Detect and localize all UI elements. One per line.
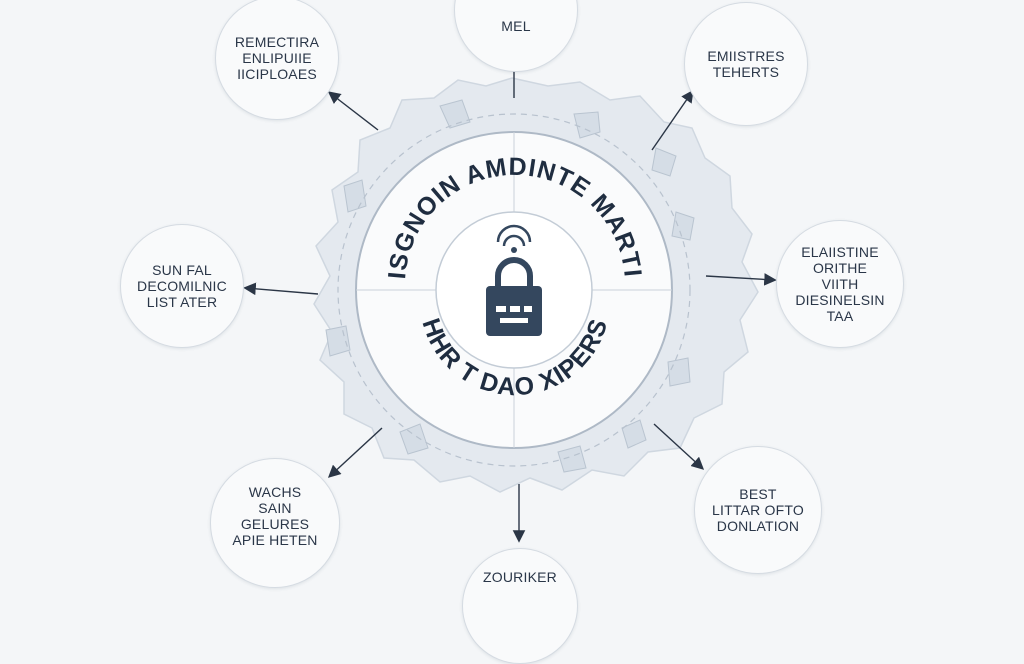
- node-left: SUN FAL DECOMILNIC LIST ATER: [120, 224, 244, 348]
- node-bottom-right-label: BEST LITTAR OFTO DONLATION: [712, 486, 804, 534]
- node-bottom-right: BEST LITTAR OFTO DONLATION: [694, 446, 822, 574]
- node-bottom-left: WACHS SAIN GELURES APIE HETEN: [210, 458, 340, 588]
- connector-arrows: [243, 39, 777, 543]
- arrow-right: [705, 273, 777, 286]
- arrow-top-left: [327, 91, 379, 131]
- arrow-top-right: [651, 89, 694, 151]
- diagram-canvas: ULISGNOIN AMDINTE MARTIOT HHR T DAO XIPE…: [0, 0, 904, 664]
- node-top-right: EMIISTRES TEHERTS: [684, 2, 808, 126]
- dashed-ring: [337, 113, 691, 467]
- node-bottom: ZOURIKER: [462, 548, 578, 664]
- arrow-bottom-left: [327, 427, 383, 478]
- node-bottom-label: ZOURIKER: [483, 569, 557, 585]
- node-bottom-left-label: WACHS SAIN GELURES APIE HETEN: [232, 484, 318, 548]
- padlock-with-signal-icon: [486, 224, 542, 336]
- node-top-label: MEL: [501, 18, 531, 34]
- node-top-right-label: EMIISTRES TEHERTS: [707, 48, 785, 80]
- arrow-bottom-right: [653, 423, 705, 470]
- node-right-label: ELAIISTINE ORITHE VIITH DIESINELSIN TAA: [795, 244, 885, 324]
- gear-facets: [325, 99, 695, 473]
- arrow-left: [243, 282, 319, 296]
- node-left-label: SUN FAL DECOMILNIC LIST ATER: [137, 262, 227, 310]
- node-top-left: REMECTIRA ENLIPUIIE IICIPLOAES: [215, 0, 339, 120]
- node-top-left-label: REMECTIRA ENLIPUIIE IICIPLOAES: [234, 34, 320, 82]
- node-right: ELAIISTINE ORITHE VIITH DIESINELSIN TAA: [776, 220, 904, 348]
